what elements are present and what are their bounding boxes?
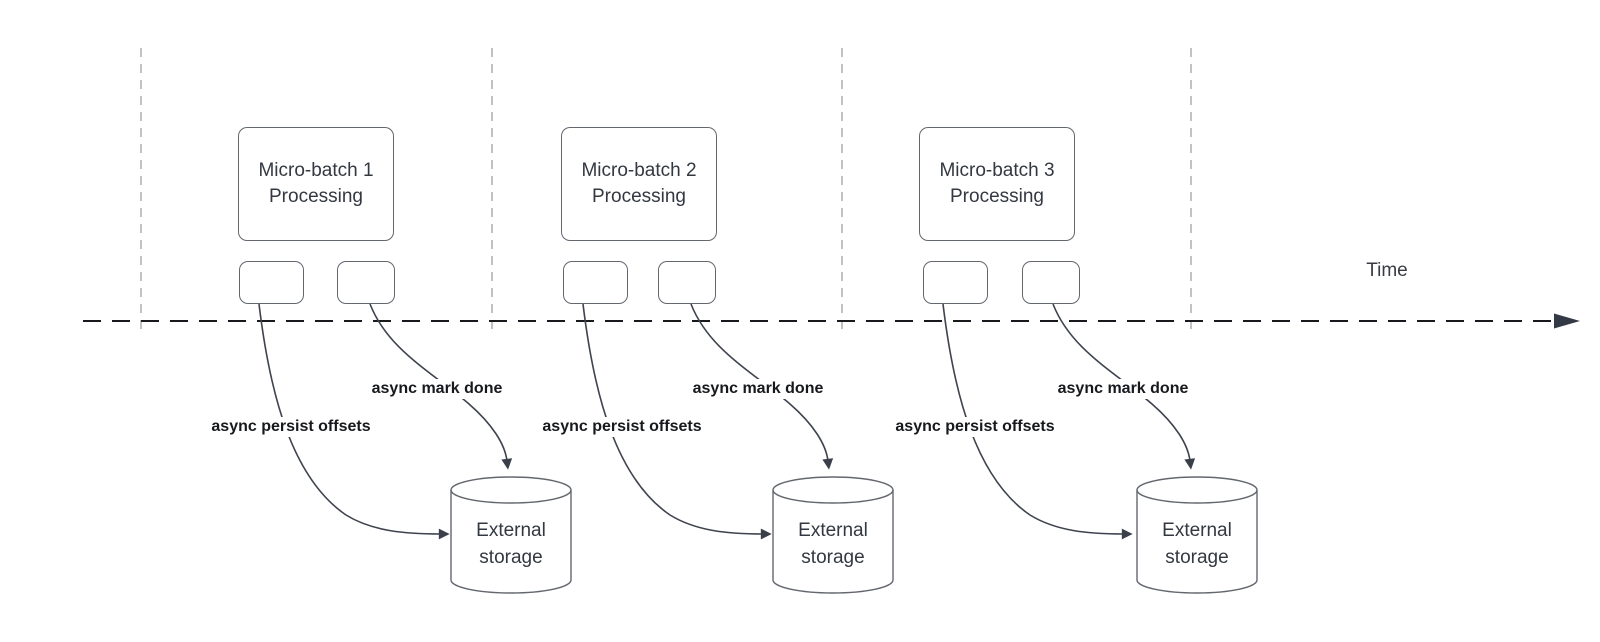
storage-cylinder-2 — [772, 476, 894, 594]
microbatch-1-offset-task-box — [239, 261, 304, 304]
microbatch-1-title-line1: Micro-batch 1 — [258, 160, 374, 181]
microbatch-2-processing-box: Micro-batch 2 Processing — [561, 127, 717, 241]
microbatch-1-done-task-box — [337, 261, 395, 304]
microbatch-3-title-line2: Processing — [950, 186, 1044, 207]
persist-offsets-arrow-1 — [258, 303, 450, 540]
storage-cylinder-1 — [450, 476, 572, 594]
microbatch-1-processing-box: Micro-batch 1 Processing — [238, 127, 394, 241]
external-storage-label-3-line2: storage — [1165, 547, 1229, 568]
storage-cylinder-3 — [1136, 476, 1258, 594]
external-storage-label-1-line1: External — [476, 520, 546, 541]
external-storage-label-2: External storage — [798, 517, 868, 571]
microbatch-3-processing-box: Micro-batch 3 Processing — [919, 127, 1075, 241]
external-storage-label-2-line1: External — [798, 520, 868, 541]
external-storage-label-1-line2: storage — [479, 547, 543, 568]
microbatch-2-title-line2: Processing — [592, 186, 686, 207]
microbatch-3-offset-task-box — [923, 261, 988, 304]
microbatch-2-title-line1: Micro-batch 2 — [581, 160, 697, 181]
microbatch-1-title-line2: Processing — [269, 186, 363, 207]
external-storage-label-1: External storage — [476, 517, 546, 571]
persist-offsets-arrow-3 — [942, 303, 1133, 540]
persist-offsets-label-2: async persist offsets — [538, 417, 706, 437]
mark-done-label-1: async mark done — [367, 379, 507, 399]
microbatch-2-done-task-box — [658, 261, 716, 304]
external-storage-label-3-line1: External — [1162, 520, 1232, 541]
microbatch-3-done-task-box — [1022, 261, 1080, 304]
microbatch-3-title-line1: Micro-batch 3 — [939, 160, 1055, 181]
time-axis-label: Time — [1366, 260, 1408, 281]
microbatch-2-offset-task-box — [563, 261, 628, 304]
persist-offsets-arrow-2 — [582, 303, 772, 540]
external-storage-label-3: External storage — [1162, 517, 1232, 571]
mark-done-label-2: async mark done — [688, 379, 828, 399]
time-axis-arrowhead-icon — [1554, 313, 1580, 329]
external-storage-label-2-line2: storage — [801, 547, 865, 568]
mark-done-label-3: async mark done — [1053, 379, 1193, 399]
persist-offsets-label-3: async persist offsets — [891, 417, 1059, 437]
persist-offsets-label-1: async persist offsets — [207, 417, 375, 437]
